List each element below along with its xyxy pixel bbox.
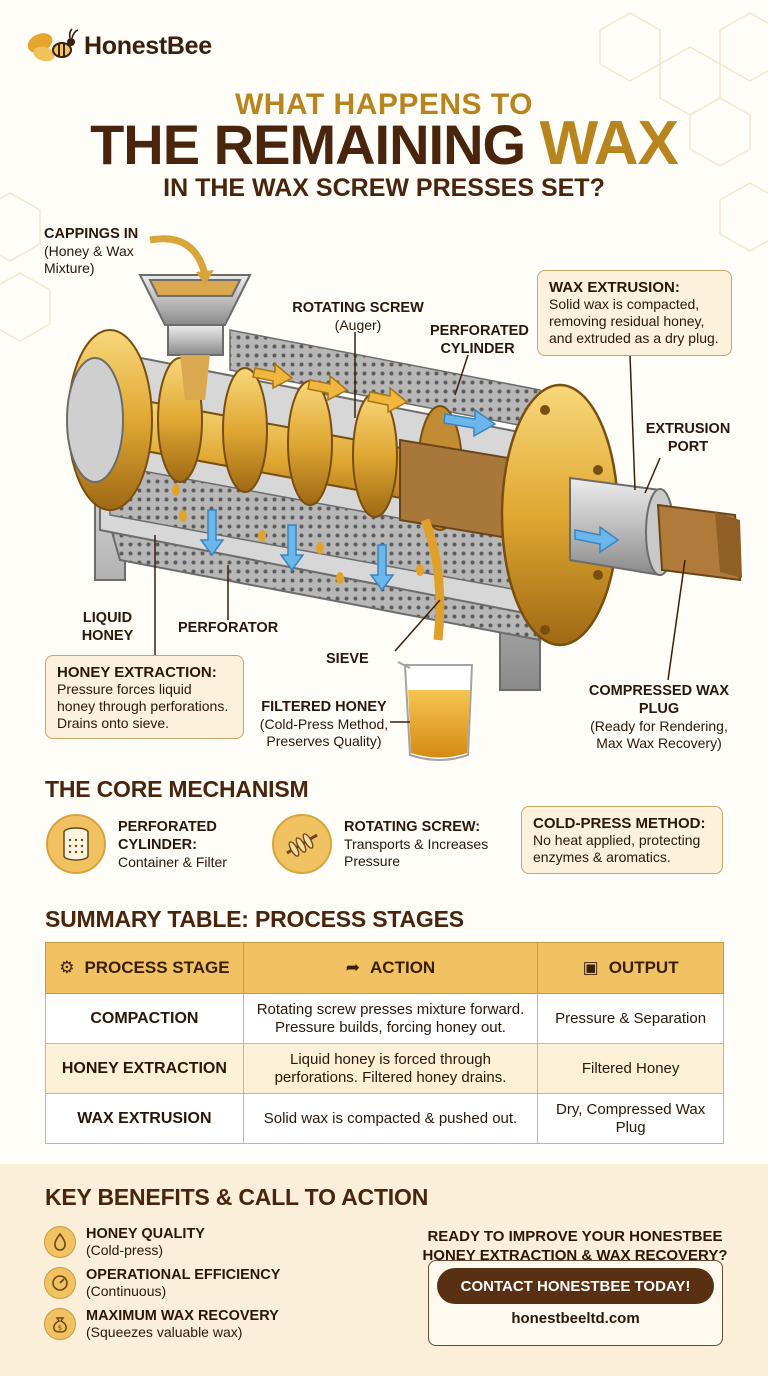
benefit-item: OPERATIONAL EFFICIENCY(Continuous) xyxy=(44,1267,280,1299)
summary-heading: SUMMARY TABLE: PROCESS STAGES xyxy=(45,906,464,932)
wax-plug-shape xyxy=(656,503,742,582)
wax-extrusion-callout: WAX EXTRUSION: Solid wax is compacted, r… xyxy=(537,270,732,356)
cold-press-callout: COLD-PRESS METHOD: No heat applied, prot… xyxy=(521,806,723,874)
label-cappings-in: CAPPINGS IN (Honey & Wax Mixture) xyxy=(44,225,159,277)
droplet-icon xyxy=(44,1226,76,1258)
left-end-cap xyxy=(66,329,153,511)
wax-extrusion-text: Solid wax is compacted, removing residua… xyxy=(549,296,719,346)
feed-arrow xyxy=(149,235,209,276)
pressure-arrows xyxy=(199,408,620,592)
flow-arrows xyxy=(252,362,409,414)
core-item-rotating-screw: ROTATING SCREW: Transports & Increases P… xyxy=(344,818,494,870)
label-rotating-screw-title: ROTATING SCREW xyxy=(292,300,424,316)
benefit-item: HONEY QUALITY(Cold-press) xyxy=(44,1226,205,1258)
header-process-stage: ⚙PROCESS STAGE xyxy=(45,942,244,994)
label-cappings-in-title: CAPPINGS IN xyxy=(44,226,139,242)
benefit-item: $ MAXIMUM WAX RECOVERY(Squeezes valuable… xyxy=(44,1308,279,1340)
label-liquid-honey: LIQUID HONEY xyxy=(81,610,134,644)
cold-press-text: No heat applied, protecting enzymes & ar… xyxy=(533,832,701,865)
honey-drips xyxy=(172,484,424,584)
brand[interactable]: HonestBee xyxy=(26,26,212,66)
box-icon: ▣ xyxy=(582,958,599,977)
label-cappings-in-sub: (Honey & Wax Mixture) xyxy=(44,243,134,276)
honey-extraction-title: HONEY EXTRACTION: xyxy=(57,664,217,681)
label-rotating-screw-sub: (Auger) xyxy=(334,317,382,333)
brand-name: HonestBee xyxy=(84,31,212,60)
table-row: COMPACTION Rotating screw presses mixtur… xyxy=(45,993,724,1044)
contact-button[interactable]: CONTACT HONESTBEE TODAY! xyxy=(437,1268,714,1304)
core-item-2-title: ROTATING SCREW: xyxy=(344,819,481,835)
core-item-1-sub: Container & Filter xyxy=(118,854,227,870)
label-compressed-wax-plug: COMPRESSED WAX PLUG (Ready for Rendering… xyxy=(586,682,732,752)
title-line-3: IN THE WAX SCREW PRESSES SET? xyxy=(163,174,605,202)
gear-icon: ⚙ xyxy=(59,958,75,977)
honey-extraction-callout: HONEY EXTRACTION: Pressure forces liquid… xyxy=(45,655,244,739)
core-item-1-title: PERFORATED CYLINDER: xyxy=(118,819,217,853)
bee-logo-icon xyxy=(27,28,78,62)
wax-extrusion-title: WAX EXTRUSION: xyxy=(549,279,680,296)
label-compressed-wax-plug-title: COMPRESSED WAX PLUG xyxy=(588,683,730,717)
svg-text:$: $ xyxy=(58,1324,62,1332)
money-bag-icon: $ xyxy=(44,1308,76,1340)
label-perforated-cylinder: PERFORATED CYLINDER xyxy=(430,323,529,357)
label-sieve: SIEVE xyxy=(326,651,369,667)
honey-extraction-text: Pressure forces liquid honey through per… xyxy=(57,681,229,731)
cold-press-title: COLD-PRESS METHOD: xyxy=(533,815,706,832)
benefits-heading: KEY BENEFITS & CALL TO ACTION xyxy=(45,1184,429,1210)
header-action: ➦ACTION xyxy=(242,942,539,994)
hopper-shape xyxy=(138,274,252,400)
table-header-row: ⚙PROCESS STAGE ➦ACTION ▣OUTPUT xyxy=(45,942,724,994)
label-rotating-screw: ROTATING SCREW (Auger) xyxy=(288,299,428,334)
label-extrusion-port: EXTRUSION PORT xyxy=(645,421,731,455)
leader-lines xyxy=(154,332,686,723)
label-perforator: PERFORATOR xyxy=(178,620,279,636)
title-line-2: THE REMAINING WAX xyxy=(0,112,768,177)
honey-beaker xyxy=(397,661,474,761)
label-filtered-honey-title: FILTERED HONEY xyxy=(261,699,387,715)
gauge-icon xyxy=(44,1267,76,1299)
website-link[interactable]: honestbeeltd.com xyxy=(511,1310,640,1327)
title-line-2-gold: WAX xyxy=(539,109,679,178)
core-mechanism-heading: THE CORE MECHANISM xyxy=(45,776,309,802)
core-item-perforated-cylinder: PERFORATED CYLINDER: Container & Filter xyxy=(118,818,258,871)
core-item-2-sub: Transports & Increases Pressure xyxy=(344,836,489,869)
share-arrow-icon: ➦ xyxy=(345,958,361,977)
header-output: ▣OUTPUT xyxy=(537,942,724,994)
cta-question: READY TO IMPROVE YOUR HONESTBEE HONEY EX… xyxy=(422,1228,728,1264)
honey-stream xyxy=(420,518,445,641)
process-stages-table: ⚙PROCESS STAGE ➦ACTION ▣OUTPUT COMPACTIO… xyxy=(45,942,724,1144)
perforated-cylinder-icon xyxy=(46,814,106,874)
label-filtered-honey-sub: (Cold-Press Method, Preserves Quality) xyxy=(259,716,389,749)
table-row: HONEY EXTRACTION Liquid honey is forced … xyxy=(45,1043,724,1094)
screw-press-illustration xyxy=(66,235,742,761)
rotating-screw-icon xyxy=(272,814,332,874)
table-row: WAX EXTRUSION Solid wax is compacted & p… xyxy=(45,1093,724,1144)
title-line-2-dark: THE REMAINING xyxy=(90,113,526,176)
title-line-1: WHAT HAPPENS TO xyxy=(234,88,534,121)
label-compressed-wax-plug-sub: (Ready for Rendering, Max Wax Recovery) xyxy=(590,718,728,751)
label-filtered-honey: FILTERED HONEY (Cold-Press Method, Prese… xyxy=(256,698,392,750)
